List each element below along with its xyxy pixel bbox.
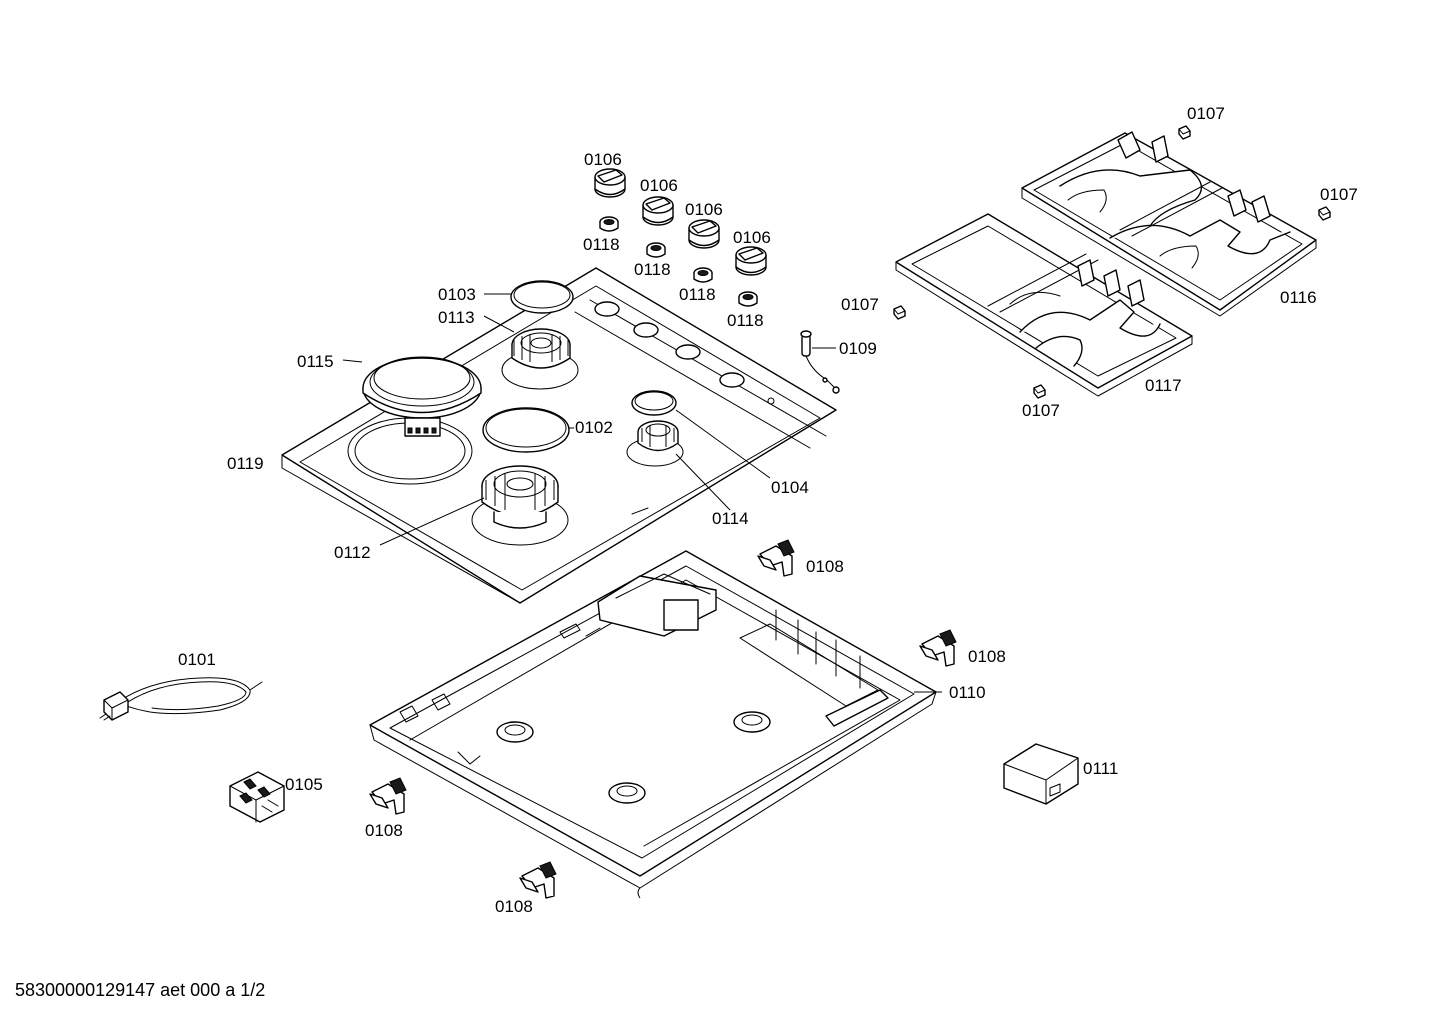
callout-0108: 0108 xyxy=(806,557,844,576)
knob-bushing xyxy=(599,216,619,232)
callout-0115: 0115 xyxy=(297,352,334,371)
control-knob xyxy=(688,219,720,249)
callout-0107: 0107 xyxy=(841,295,879,314)
callout-0103: 0103 xyxy=(438,285,476,304)
mounting-clip xyxy=(519,861,557,899)
knob-bushing xyxy=(646,242,666,258)
burner-crown-small xyxy=(637,420,679,452)
control-knob xyxy=(642,196,674,226)
callout-0112: 0112 xyxy=(334,543,371,562)
terminal-block xyxy=(229,771,285,823)
callout-0118: 0118 xyxy=(679,285,716,304)
callout-0108: 0108 xyxy=(968,647,1006,666)
callout-0111: 0111 xyxy=(1083,759,1118,778)
callout-0118: 0118 xyxy=(634,260,671,279)
burner-crown-large xyxy=(481,465,559,529)
rubber-foot xyxy=(893,305,906,320)
bottom-housing xyxy=(369,550,937,899)
callout-0114: 0114 xyxy=(712,509,749,528)
callout-0119: 0119 xyxy=(227,454,264,473)
callout-0110: 0110 xyxy=(949,683,986,702)
callout-0118: 0118 xyxy=(583,235,620,254)
callout-0106: 0106 xyxy=(640,176,678,195)
callout-0104: 0104 xyxy=(771,478,809,497)
callout-0117: 0117 xyxy=(1145,376,1182,395)
control-knob xyxy=(594,168,626,198)
callout-0116: 0116 xyxy=(1280,288,1317,307)
callout-0101: 0101 xyxy=(178,650,216,669)
document-code: 58300000129147 aet 000 a 1/2 xyxy=(15,980,266,1000)
callout-labels: 0106 0106 0106 0106 0118 0118 0118 0118 … xyxy=(178,104,1358,916)
rubber-foot xyxy=(1178,125,1191,140)
callout-0106: 0106 xyxy=(584,150,622,169)
knob-bushing xyxy=(738,291,758,307)
electric-hotplate xyxy=(362,356,482,437)
burner-cap-small xyxy=(631,390,677,416)
callout-0107: 0107 xyxy=(1187,104,1225,123)
callout-0105: 0105 xyxy=(285,775,323,794)
leader-lines xyxy=(342,293,942,693)
callout-0108: 0108 xyxy=(365,821,403,840)
callout-0106: 0106 xyxy=(685,200,723,219)
callout-0109: 0109 xyxy=(839,339,877,358)
ignition-electrode xyxy=(800,330,840,394)
connection-box-cover xyxy=(1003,743,1079,805)
power-cable xyxy=(99,677,263,721)
burner-crown-medium xyxy=(511,328,571,369)
knob-bushing xyxy=(693,267,713,283)
rubber-foot xyxy=(1033,384,1046,399)
mounting-clip xyxy=(369,777,407,815)
control-knob xyxy=(735,246,767,276)
callout-0108: 0108 xyxy=(495,897,533,916)
burner-cap-large xyxy=(482,407,570,453)
burner-cap-medium xyxy=(510,280,574,314)
rubber-foot xyxy=(1318,206,1331,221)
callout-0106: 0106 xyxy=(733,228,771,247)
callout-0107: 0107 xyxy=(1320,185,1358,204)
mounting-clip xyxy=(919,629,957,667)
callout-0113: 0113 xyxy=(438,308,475,327)
mounting-clip xyxy=(757,539,795,577)
pan-support-double xyxy=(1021,131,1317,317)
callout-0102: 0102 xyxy=(575,418,613,437)
pan-support-single xyxy=(895,213,1193,397)
callout-0107: 0107 xyxy=(1022,401,1060,420)
callout-0118: 0118 xyxy=(727,311,764,330)
